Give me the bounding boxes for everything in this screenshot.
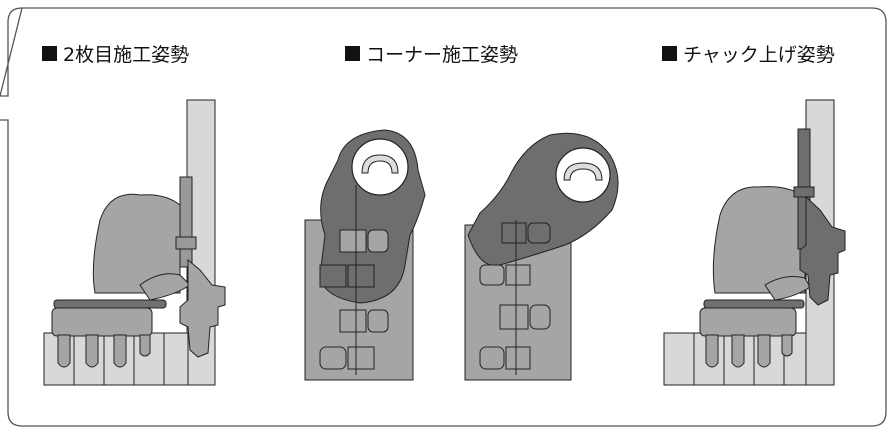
- panel-chuck-icon: [799, 195, 846, 306]
- chuck-up-illustration: [663, 99, 846, 386]
- title-square-icon: [662, 46, 677, 61]
- second-panel-illustration: [43, 99, 226, 386]
- panel-chuck-icon: [179, 258, 226, 358]
- worker-figure-icon: [712, 186, 806, 294]
- worker-figure-icon: [92, 193, 188, 294]
- corner-illustration: [304, 129, 619, 381]
- section-title-chuck-up: チャック上げ姿勢: [662, 40, 835, 67]
- title-square-icon: [42, 46, 57, 61]
- title-square-icon: [345, 46, 360, 61]
- section-title-corner: コーナー施工姿勢: [345, 40, 518, 67]
- section-title-second-panel: 2枚目施工姿勢: [42, 40, 189, 67]
